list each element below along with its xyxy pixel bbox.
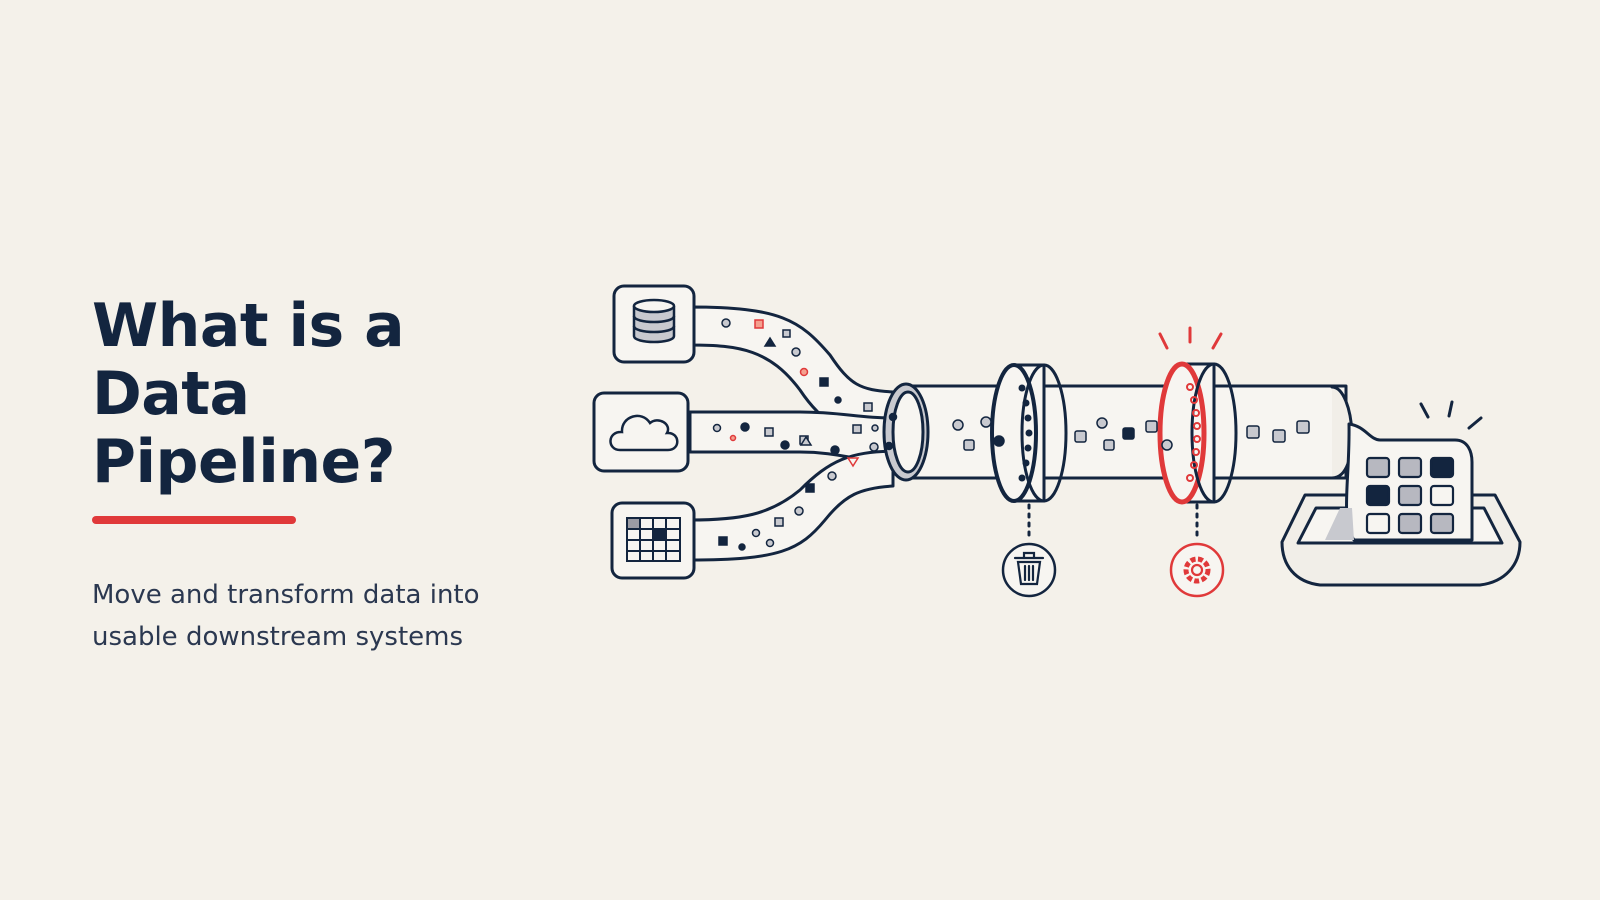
database-icon [632, 298, 676, 344]
filter-ring-holes [1018, 384, 1033, 482]
transform-ring-holes [1186, 383, 1201, 482]
gear-icon [1183, 556, 1211, 584]
page-subtitle: Move and transform data into usable down… [92, 580, 480, 652]
transform-alert-rays [1158, 326, 1223, 350]
output-spout [1344, 422, 1474, 542]
filter-ring-back [1020, 363, 1068, 503]
filter-stage-marker [1001, 503, 1057, 598]
pipe-branch-bottom [688, 449, 895, 562]
data-particles-branches [712, 318, 898, 551]
page-title: What is a Data Pipeline? [92, 291, 405, 497]
source-spreadsheet [610, 501, 696, 580]
trash-icon [1013, 551, 1045, 586]
cloud-icon [609, 414, 679, 452]
source-cloud [592, 391, 690, 473]
grid-table-icon [626, 517, 681, 562]
transform-ring-back [1190, 362, 1238, 504]
output-blocks [1365, 456, 1455, 535]
source-database [612, 284, 696, 364]
data-particles-main [952, 416, 1310, 451]
title-underline [92, 516, 296, 524]
destination-alert-rays [1419, 400, 1483, 430]
hero-text: What is a Data Pipeline? Move and transf… [92, 292, 562, 684]
transform-stage-marker [1169, 503, 1225, 598]
pipe-inlet-opening [891, 390, 925, 474]
